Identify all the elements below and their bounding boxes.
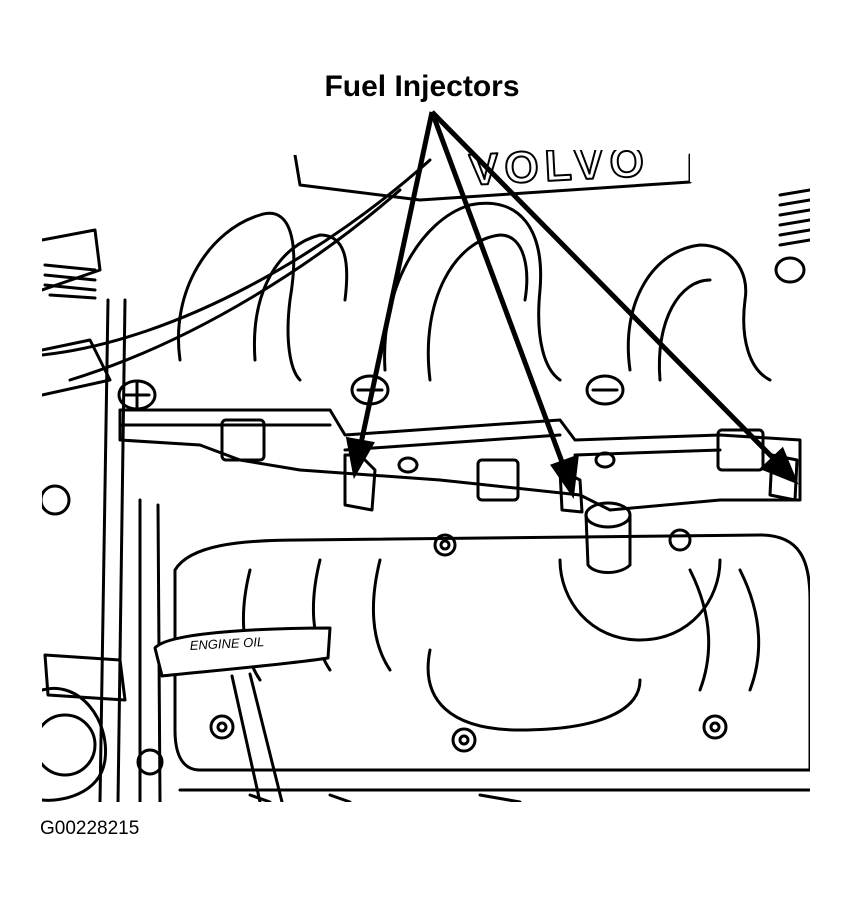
cover-bolt-5 [668,528,692,552]
engine-artwork: VOLVO [42,137,810,802]
callout-arrow-1 [357,111,435,449]
rail-bolt-4 [397,451,616,474]
intake-runner-2 [252,233,349,362]
injector-connector-2 [476,458,520,502]
intake-runner-6 [657,278,712,382]
figure-id: G00228215 [40,818,140,839]
arrowhead-1-icon [345,436,375,480]
left-bolt-2 [136,748,164,776]
intake-runner-4 [426,233,529,382]
rail-bolt-1 [117,379,157,411]
left-housing [42,228,102,292]
dipstick-tube [230,672,284,802]
callout-arrow-3 [430,110,777,462]
left-clamp [43,653,127,702]
left-hose-vertical [98,298,127,802]
dipstick-label: ENGINE OIL [189,634,264,653]
left-bracket [42,338,112,397]
intake-runner-1 [177,211,302,382]
callout-label: Fuel Injectors [324,70,520,103]
dipstick-handle [153,626,332,678]
left-spring [43,263,97,300]
left-lower-pulley [42,687,108,802]
cover-bolt-2 [451,727,477,753]
corner-bolt [774,256,806,284]
injector-connector-1 [220,418,266,462]
arrowhead-2-icon [550,454,579,499]
valve-cover-boss [426,648,642,732]
cover-bolt-3 [702,714,728,740]
arrowhead-3-icon [759,446,799,485]
intake-runner-3 [383,201,562,382]
callout-arrows [345,110,799,499]
intake-runner-5 [626,243,772,382]
valve-cover [173,533,810,772]
right-spring [778,188,810,247]
left-hose-curve [42,158,432,357]
fuel-injector-3 [768,453,799,502]
cover-bolt-1 [209,714,235,740]
valve-cover-ribs [242,558,761,692]
intake-plenum [293,153,692,202]
left-bolt-1 [42,484,71,516]
cover-bolt-4 [433,533,457,557]
rail-bolt-3 [585,374,625,406]
left-hose-curve-2 [68,188,402,382]
fuel-rail [118,408,802,512]
callout-arrow-2 [429,111,568,471]
oil-filler-neck [558,501,722,642]
cover-brand-mark: VOLVO [468,137,651,195]
